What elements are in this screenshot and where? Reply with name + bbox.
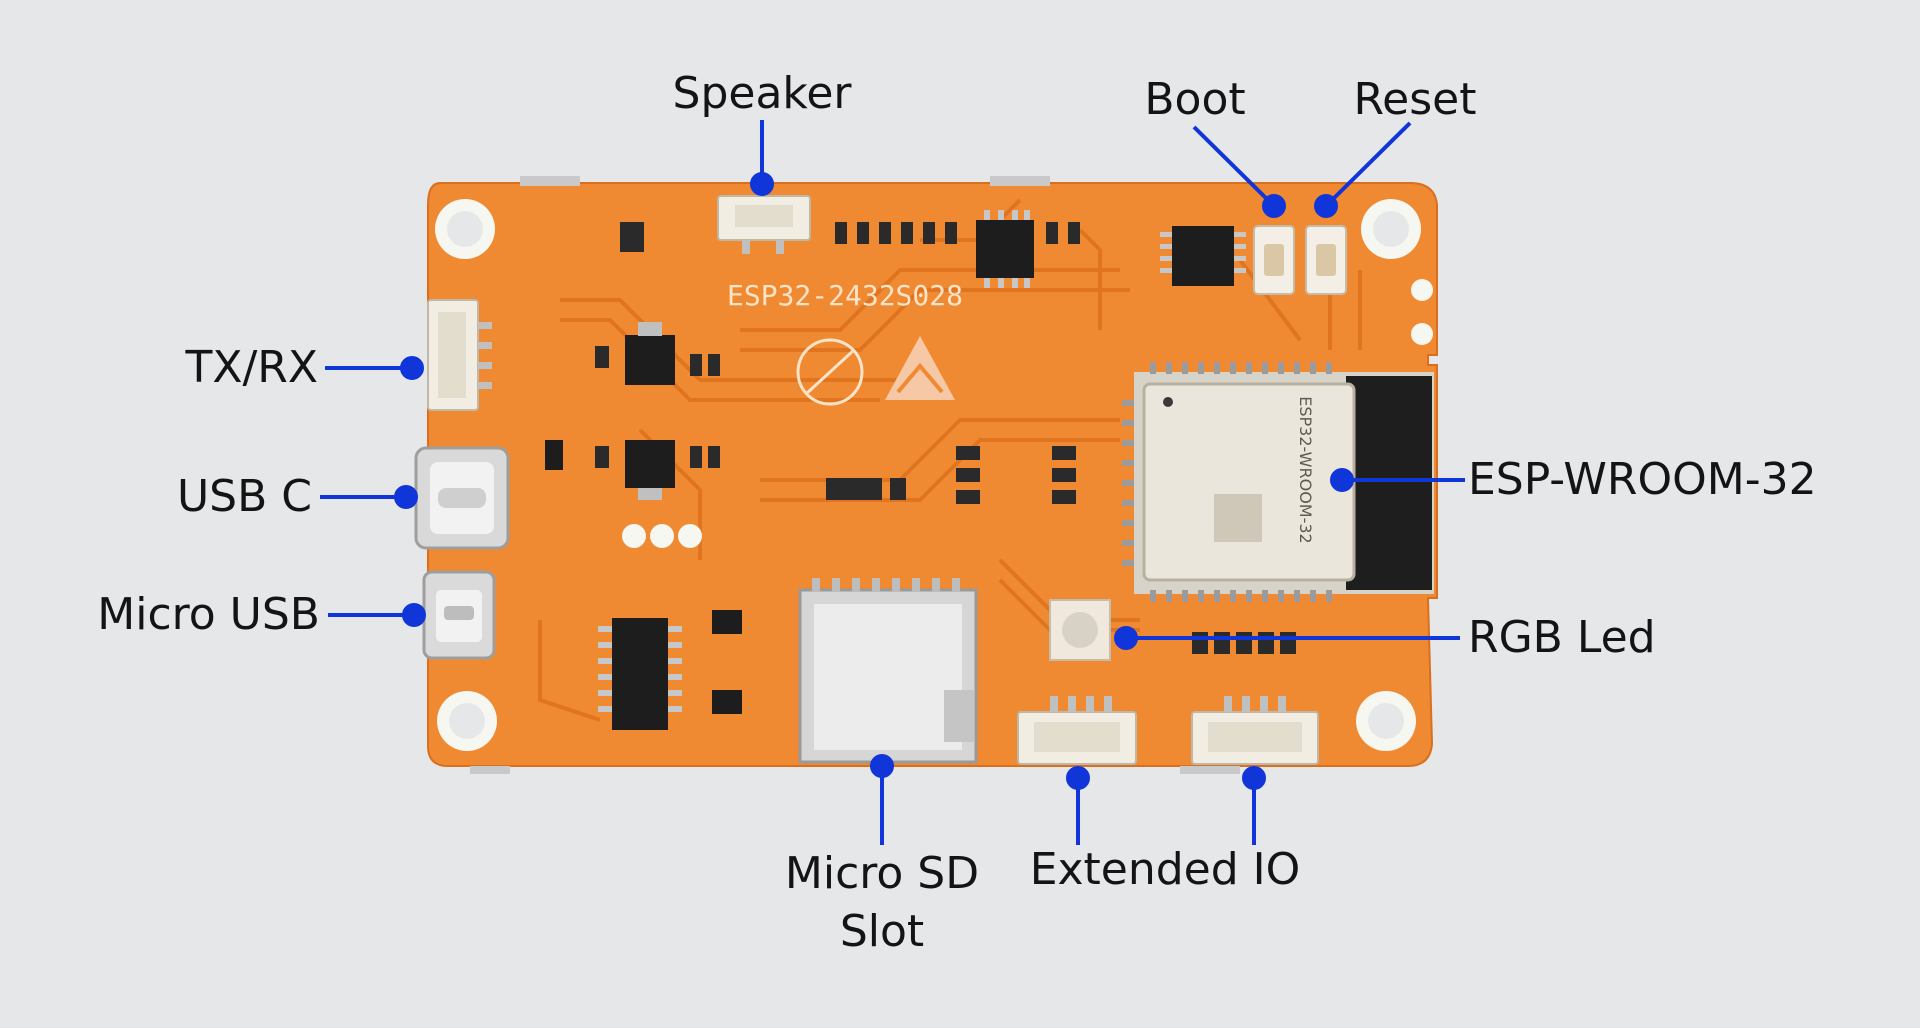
reset-label: Reset — [1353, 74, 1477, 125]
regulator-2 — [625, 440, 675, 500]
smd-row-top — [835, 222, 1080, 244]
espwroom-dot — [1330, 468, 1354, 492]
smd-middle — [595, 222, 1076, 504]
solder-pads — [622, 524, 702, 548]
mounting-holes — [435, 199, 1421, 751]
rgb-led-part — [1049, 599, 1111, 661]
extio-label: Extended IO — [1029, 844, 1301, 895]
speaker-dot — [750, 172, 774, 196]
speaker-connector — [717, 195, 811, 254]
smd-near-led — [1192, 632, 1296, 654]
module-label: ESP32-WROOM-32 — [1296, 396, 1315, 543]
txrx-dot — [400, 356, 424, 380]
boot-label: Boot — [1144, 74, 1246, 125]
espwroom-label: ESP-WROOM-32 — [1468, 454, 1817, 505]
microusb-dot — [402, 603, 426, 627]
txrx-connector — [427, 299, 492, 411]
board-model-silkscreen: ESP32-2432S028 — [727, 279, 963, 312]
microsd-dot — [870, 754, 894, 778]
esp-wroom-module: ESP32-WROOM-32 — [1122, 362, 1434, 602]
boot-dot — [1262, 194, 1286, 218]
boot-button-part — [1253, 225, 1295, 295]
usb-serial-chip — [598, 618, 682, 730]
ext-io-connector-1 — [1017, 696, 1137, 765]
regulator-1 — [625, 322, 675, 385]
rgbled-dot — [1114, 626, 1138, 650]
audio-amp-chip — [976, 210, 1034, 288]
microusb-label: Micro USB — [97, 589, 320, 640]
reset-line — [1324, 121, 1412, 208]
pcb-board — [427, 182, 1438, 767]
speaker-label: Speaker — [672, 68, 852, 119]
pb-free-logo — [796, 338, 864, 406]
rgbled-label: RGB Led — [1468, 612, 1656, 663]
usbc-label: USB C — [176, 471, 312, 522]
usbc-port — [414, 446, 510, 550]
extio-dot-2 — [1242, 766, 1266, 790]
microsd-label-line2: Slot — [839, 906, 925, 957]
callout-lines — [320, 120, 1465, 845]
small-transistors — [545, 440, 742, 714]
extio-dot-1 — [1066, 766, 1090, 790]
reset-button-part — [1305, 225, 1347, 295]
ext-io-connector-2 — [1191, 696, 1319, 765]
usbc-dot — [394, 485, 418, 509]
boot-line — [1192, 125, 1276, 208]
micro-usb-port — [422, 570, 496, 660]
txrx-label: TX/RX — [185, 342, 318, 393]
esd-warning-symbol — [885, 336, 955, 400]
microsd-label-line1: Micro SD — [784, 848, 980, 899]
reset-dot — [1314, 194, 1338, 218]
usb-uart-chip — [1160, 226, 1246, 286]
micro-sd-slot — [798, 578, 978, 764]
